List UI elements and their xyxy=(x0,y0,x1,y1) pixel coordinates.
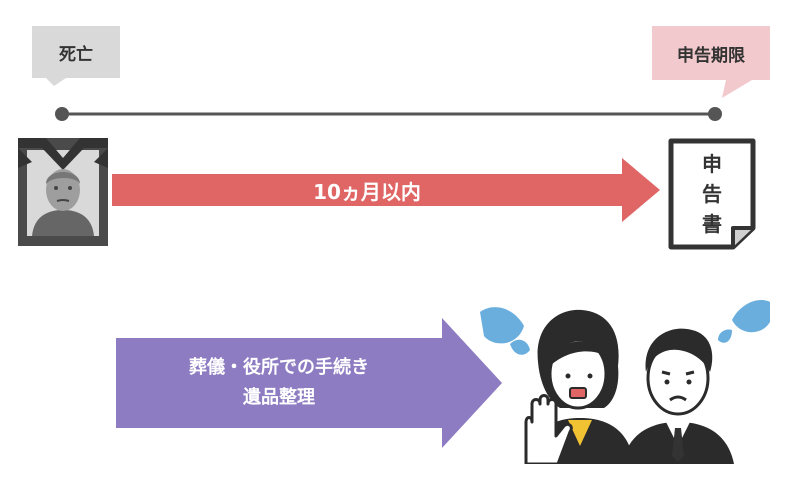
end-bubble xyxy=(652,26,770,98)
timeline-start-dot xyxy=(55,107,69,121)
start-label: 死亡 xyxy=(59,44,93,65)
tasks-arrow xyxy=(116,318,502,448)
sweat-drop-icon xyxy=(732,300,770,333)
document-char-2: 告 xyxy=(702,182,722,206)
tasks-line-1: 葬儀・役所での手続き xyxy=(189,357,369,378)
sweat-drop-icon xyxy=(480,307,524,344)
tax-return-document: 申 告 書 xyxy=(668,138,756,250)
document-char-1: 申 xyxy=(702,152,722,176)
timeline xyxy=(55,107,722,121)
tax-return-document-icon xyxy=(668,138,756,250)
start-bubble xyxy=(32,26,120,86)
tasks-line-2: 遺品整理 xyxy=(243,387,315,408)
troubled-people-illustration xyxy=(480,300,770,464)
deadline-arrow-label: 10ヵ月以内 xyxy=(313,179,421,204)
raised-hand-icon xyxy=(524,394,573,464)
document-char-3: 書 xyxy=(702,212,722,236)
tasks-arrow-label: 葬儀・役所での手続き 遺品整理 xyxy=(116,338,442,428)
timeline-end-dot xyxy=(708,107,722,121)
memorial-portrait-icon xyxy=(18,138,108,246)
deadline-arrow xyxy=(112,158,660,222)
end-label: 申告期限 xyxy=(677,45,745,66)
